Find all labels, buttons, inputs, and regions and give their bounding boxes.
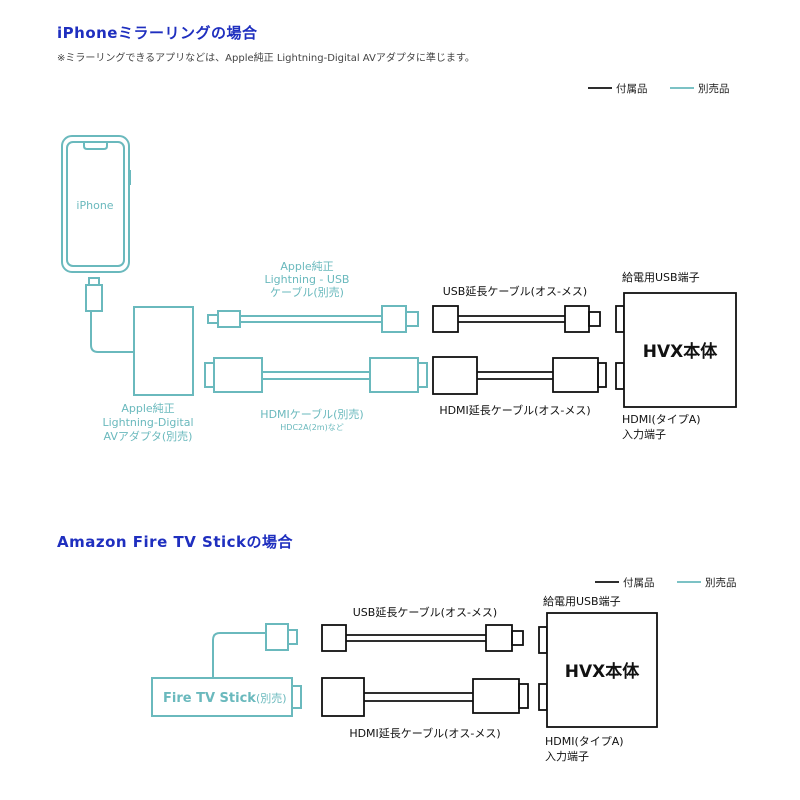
iphone-icon: [61, 135, 131, 273]
adapter-label-line2: Lightning-Digital: [102, 416, 193, 429]
av-adapter-body: [133, 306, 194, 396]
legend-sold-separately-label: 別売品: [698, 82, 730, 95]
section1-note: ※ミラーリングできるアプリなどは、Apple純正 Lightning-Digit…: [57, 51, 475, 64]
firetv-stick: [151, 623, 302, 717]
hvx-label-2: HVX本体: [565, 661, 640, 682]
usb-ext-label-2: USB延長ケーブル(オス-メス): [353, 605, 497, 619]
hdmi-port-label-line1: HDMI(タイプA): [622, 413, 701, 426]
iphone-label: iPhone: [76, 199, 113, 212]
lightning-usb-label-line1: Apple純正: [280, 260, 333, 273]
section2-title: Amazon Fire TV Stickの場合: [57, 533, 294, 551]
section1-title: iPhoneミラーリングの場合: [57, 24, 258, 42]
hdmi-port-label-line2: 入力端子: [622, 428, 666, 441]
lightning-plug-icon: [85, 277, 103, 312]
hdmi-extension-cable-2: [321, 677, 529, 717]
hdmi-port-label-2-line1: HDMI(タイプA): [545, 735, 624, 748]
power-port-label-2: 給電用USB端子: [543, 594, 621, 608]
legend-included-label: 付属品: [616, 82, 648, 95]
hvx-device-2: [538, 612, 658, 728]
hdmi-cable-sublabel: HDC2A(2m)など: [280, 423, 343, 432]
firetv-label: Fire TV Stick(別売): [163, 691, 287, 706]
usb-extension-cable-2: [321, 624, 524, 652]
lightning-usb-cable: [207, 305, 419, 333]
firetv-label-suffix: (別売): [256, 692, 287, 705]
lightning-usb-label-line3: ケーブル(別売): [270, 285, 344, 299]
firetv-label-name: Fire TV Stick: [163, 691, 256, 706]
hdmi-ext-label-2: HDMI延長ケーブル(オス-メス): [349, 726, 500, 740]
hdmi-port-label-2-line2: 入力端子: [545, 750, 589, 763]
legend2-included-label: 付属品: [623, 576, 655, 589]
lightning-usb-label-line2: Lightning - USB: [265, 273, 350, 286]
adapter-label-line3: AVアダプタ(別売): [104, 429, 193, 443]
adapter-label-line1: Apple純正: [121, 402, 174, 415]
hdmi-extension-cable: [432, 356, 607, 395]
power-port-label: 給電用USB端子: [622, 270, 700, 284]
hdmi-cable-label: HDMIケーブル(別売): [260, 407, 363, 421]
usb-extension-cable: [432, 305, 601, 333]
usb-ext-label: USB延長ケーブル(オス-メス): [443, 284, 587, 298]
hdmi-ext-label: HDMI延長ケーブル(オス-メス): [439, 403, 590, 417]
hvx-device: [615, 292, 737, 408]
adapter-cable: [90, 311, 134, 353]
legend2-sold-separately-label: 別売品: [705, 576, 737, 589]
hvx-label: HVX本体: [643, 341, 718, 362]
hdmi-cable: [204, 357, 428, 393]
